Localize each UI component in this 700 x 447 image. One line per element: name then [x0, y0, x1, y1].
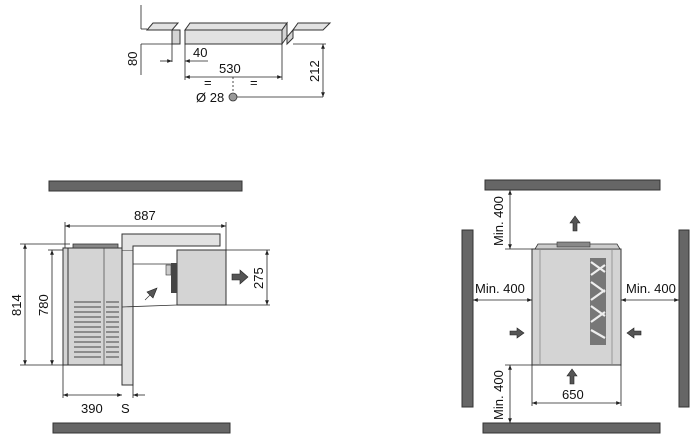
- left-flange: [145, 22, 180, 31]
- evaporator-fan: [165, 264, 172, 276]
- condenser-grille: [74, 301, 119, 358]
- side-view: 887 814 780 275 390: [9, 180, 270, 434]
- dim-650-label: 650: [562, 387, 584, 402]
- clearance-right-label: Min. 400: [626, 281, 676, 296]
- dim-40-label: 40: [193, 45, 207, 60]
- dim-80-label: 80: [125, 52, 140, 66]
- airflow-in-bottom-arrow: [566, 368, 578, 385]
- unit-front: [531, 248, 622, 366]
- wall-top: [48, 180, 243, 192]
- floor-line: [121, 304, 178, 308]
- wall-right: [678, 229, 690, 408]
- equal-mark-left: =: [204, 75, 212, 90]
- airflow-out-arrow: [231, 269, 249, 285]
- clearance-bottom-label: Min. 400: [491, 370, 506, 420]
- dim-390-label: 390: [81, 401, 103, 416]
- dim-780-label: 780: [36, 294, 51, 316]
- airflow-in-left-arrow: [509, 327, 525, 339]
- main-beam-front: [184, 29, 283, 45]
- front-view: Min. 400 Min. 400 Min. 400 Min. 400 650: [461, 179, 690, 434]
- right-flange: [292, 22, 332, 31]
- dim-887-label: 887: [134, 208, 156, 223]
- dim-530-label: 530: [219, 61, 241, 76]
- evaporator-unit: [176, 249, 227, 306]
- fan-grille: [590, 258, 606, 345]
- airflow-up-arrow: [569, 215, 581, 232]
- unit-handle: [556, 241, 591, 248]
- right-flange-front: [286, 28, 294, 46]
- wall-bottom: [482, 422, 661, 434]
- main-beam-top: [184, 22, 288, 31]
- left-flange-front: [171, 29, 181, 45]
- unit-top-plate: [72, 243, 119, 249]
- dim-814-label: 814: [9, 294, 24, 316]
- dim-s-label: S: [121, 401, 130, 416]
- wall-top: [484, 179, 661, 191]
- wall-bottom: [52, 422, 231, 434]
- pipe-diameter-label: Ø 28: [196, 90, 224, 105]
- unit-side-strip: [62, 247, 69, 366]
- airflow-in-arrow: [144, 287, 158, 301]
- dim-275-label: 275: [251, 267, 266, 289]
- wall-left: [461, 229, 474, 408]
- evaporator-fan-housing: [171, 263, 177, 293]
- pipe-circle: [228, 92, 238, 102]
- wall-section: [121, 249, 134, 386]
- dim-212-label: 212: [307, 60, 322, 82]
- equal-mark-right: =: [250, 75, 258, 90]
- airflow-in-right-arrow: [626, 327, 642, 339]
- clearance-left-label: Min. 400: [475, 281, 525, 296]
- clearance-top-label: Min. 400: [491, 196, 506, 246]
- upper-duct: [121, 233, 221, 250]
- top-view: 80 40 530 = = Ø 28 212: [125, 5, 332, 105]
